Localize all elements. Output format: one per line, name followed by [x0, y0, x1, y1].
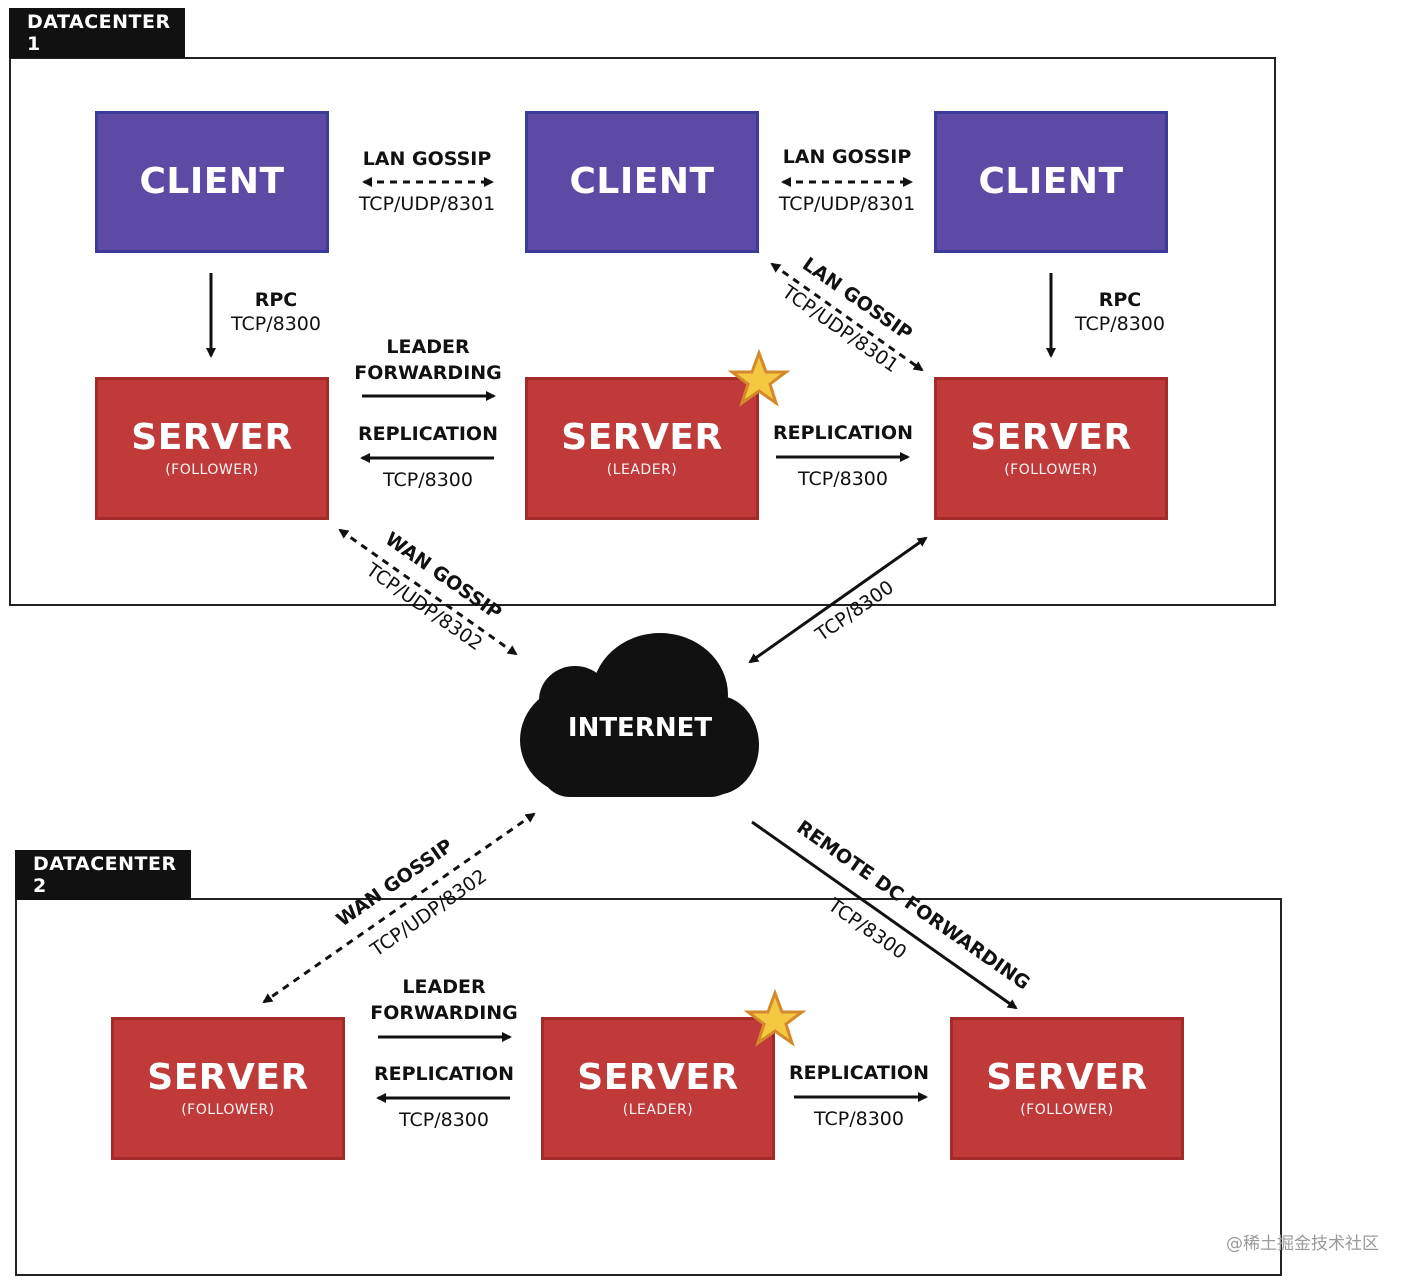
dc2-server-leader: SERVER (LEADER)	[541, 1017, 775, 1160]
server-role: (FOLLOWER)	[1020, 1101, 1114, 1118]
cloud-icon	[520, 633, 759, 797]
datacenter-2-frame	[15, 898, 1282, 1276]
server-role: (LEADER)	[606, 461, 678, 478]
server-role: (LEADER)	[622, 1101, 694, 1118]
server-title: SERVER	[561, 416, 723, 458]
client-title: CLIENT	[569, 161, 715, 202]
dc1-replication-port-right: TCP/8300	[798, 468, 888, 490]
lan-gossip-label-1: LAN GOSSIP	[362, 148, 492, 170]
datacenter-1-tab: DATACENTER 1	[9, 8, 185, 58]
tcp-8300-internet-arrow	[748, 536, 928, 664]
lan-gossip-port-2: TCP/UDP/8301	[778, 193, 916, 215]
lan-gossip-diagonal-arrow	[770, 262, 924, 372]
dc2-leader-label: LEADER	[402, 976, 486, 998]
client-node-3: CLIENT	[934, 111, 1168, 253]
server-role: (FOLLOWER)	[1004, 461, 1098, 478]
dc2-replication-label-right: REPLICATION	[789, 1062, 929, 1084]
datacenter-2-label: DATACENTER 2	[33, 853, 177, 897]
wan-gossip-dc1-arrow	[338, 528, 518, 656]
dc2-replication-label-left: REPLICATION	[374, 1063, 514, 1085]
dc1-replication-label-left: REPLICATION	[358, 423, 498, 445]
wan-gossip-dc2-arrow	[262, 812, 536, 1004]
dc2-replication-port-left: TCP/8300	[399, 1109, 489, 1131]
dc2-replication-port-right: TCP/8300	[814, 1108, 904, 1130]
client-node-2: CLIENT	[525, 111, 759, 253]
server-role: (FOLLOWER)	[165, 461, 259, 478]
dc1-server-follower-2: SERVER (FOLLOWER)	[934, 377, 1168, 520]
client-title: CLIENT	[978, 161, 1124, 202]
datacenter-1-frame	[9, 57, 1276, 606]
server-title: SERVER	[970, 416, 1132, 458]
dc1-replication-label-right: REPLICATION	[773, 422, 913, 444]
rpc-label-right: RPC	[1098, 289, 1142, 311]
lan-gossip-label-2: LAN GOSSIP	[782, 146, 912, 168]
server-role: (FOLLOWER)	[181, 1101, 275, 1118]
dc1-forwarding-label: FORWARDING	[354, 362, 502, 384]
server-title: SERVER	[577, 1056, 739, 1098]
server-title: SERVER	[147, 1056, 309, 1098]
rpc-port-right: TCP/8300	[1075, 313, 1165, 335]
dc1-server-leader: SERVER (LEADER)	[525, 377, 759, 520]
dc1-replication-port-left: TCP/8300	[383, 469, 473, 491]
dc2-forwarding-label: FORWARDING	[370, 1002, 518, 1024]
star-icon	[743, 988, 807, 1047]
server-title: SERVER	[986, 1056, 1148, 1098]
client-node-1: CLIENT	[95, 111, 329, 253]
star-icon	[727, 348, 791, 407]
internet-label: INTERNET	[567, 713, 713, 743]
client-title: CLIENT	[139, 161, 285, 202]
dc2-server-follower-2: SERVER (FOLLOWER)	[950, 1017, 1184, 1160]
server-title: SERVER	[131, 416, 293, 458]
datacenter-1-label: DATACENTER 1	[27, 11, 171, 55]
rpc-port-left: TCP/8300	[231, 313, 321, 335]
watermark: @稀土掘金技术社区	[1226, 1234, 1379, 1254]
dc1-leader-label: LEADER	[386, 336, 470, 358]
dc1-server-follower-1: SERVER (FOLLOWER)	[95, 377, 329, 520]
datacenter-2-tab: DATACENTER 2	[15, 850, 191, 900]
remote-dc-forwarding-arrow	[751, 820, 1018, 1010]
lan-gossip-port-1: TCP/UDP/8301	[358, 193, 496, 215]
rpc-label-left: RPC	[254, 289, 298, 311]
dc2-server-follower-1: SERVER (FOLLOWER)	[111, 1017, 345, 1160]
